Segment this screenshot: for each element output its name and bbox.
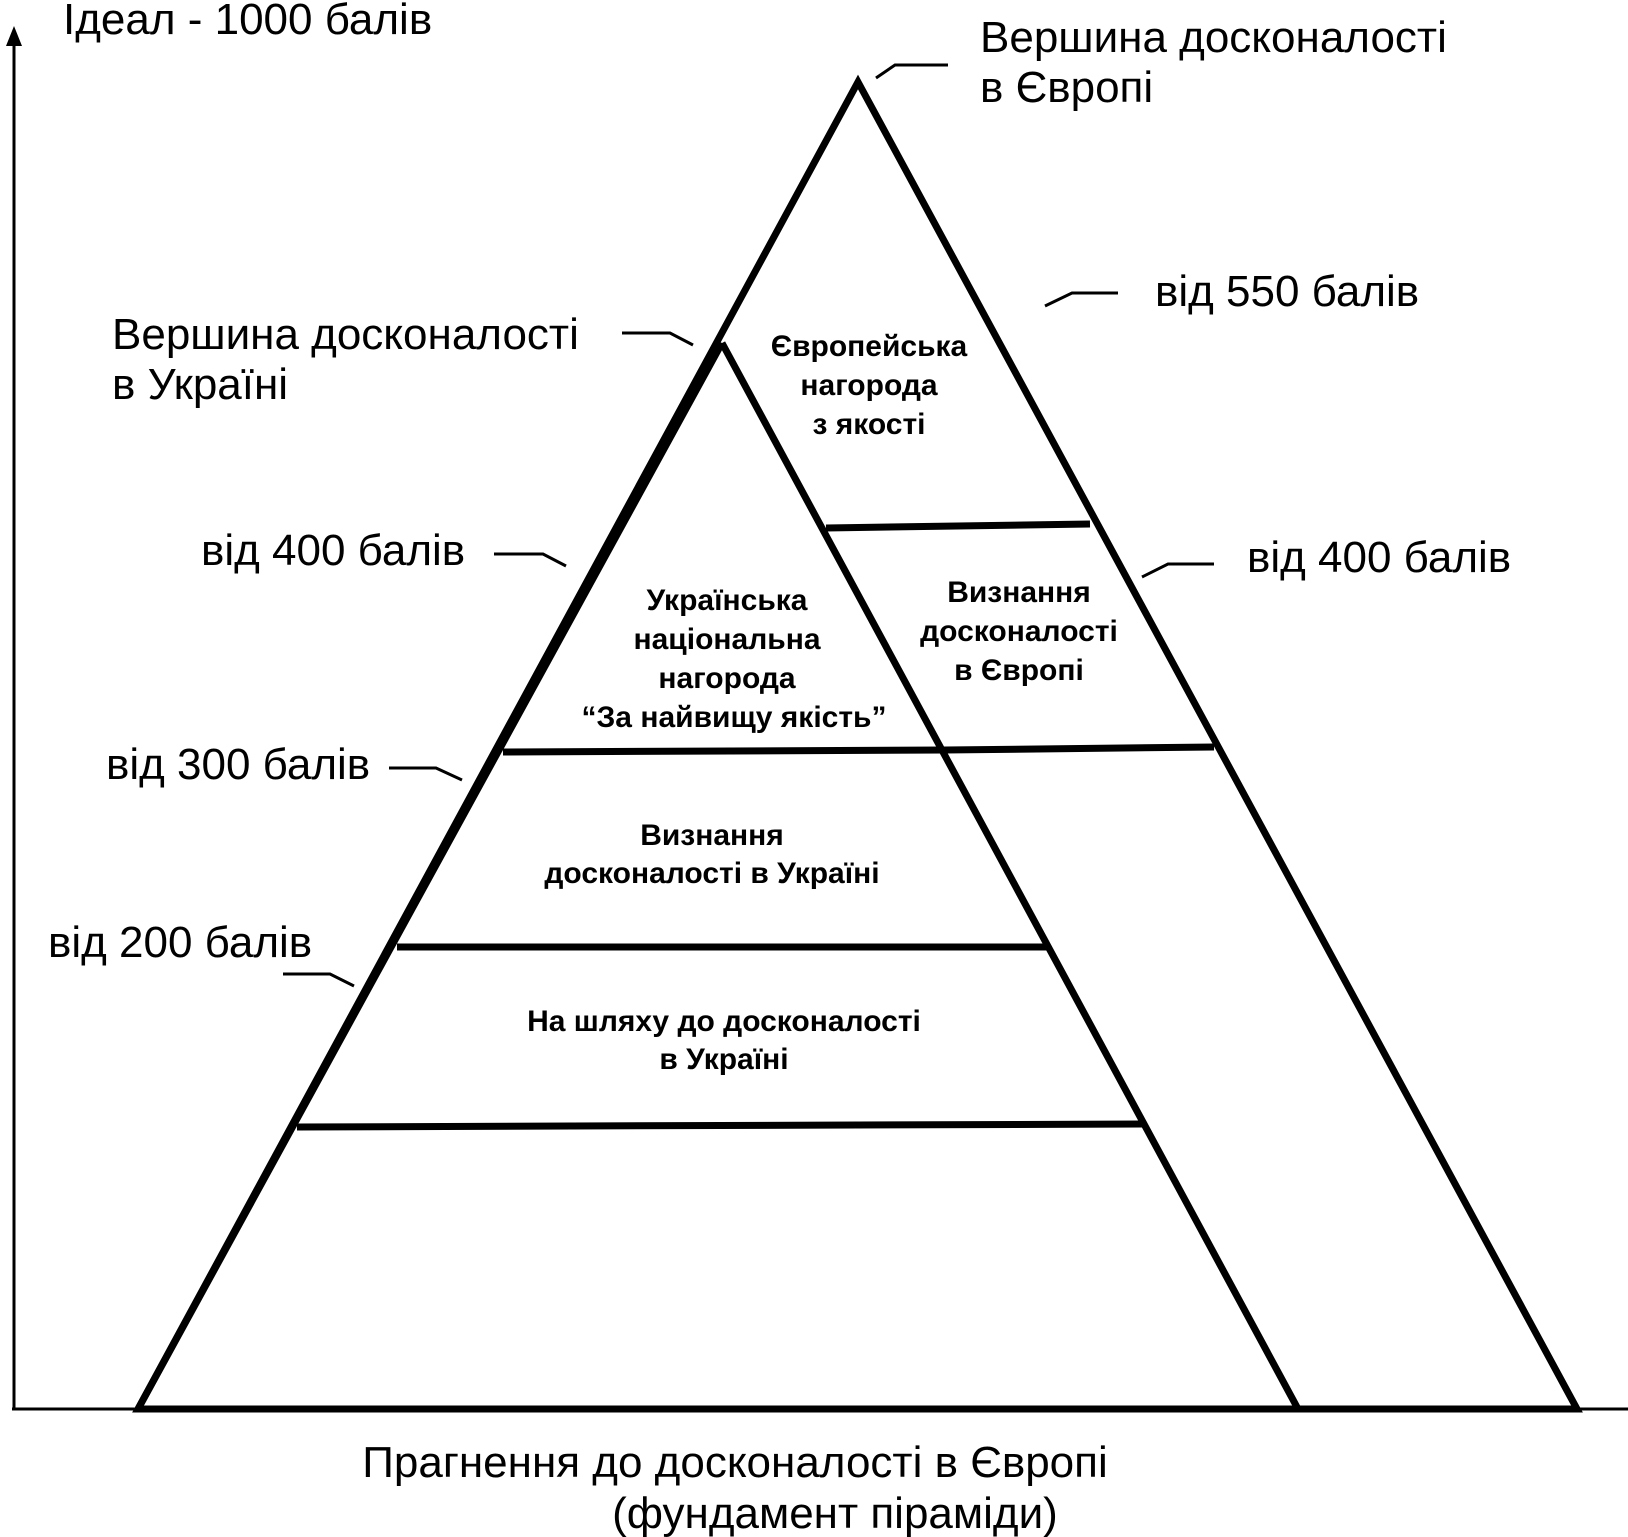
leader-ukraine-peak [622, 331, 694, 347]
ukraine-peak-label-line1: Вершина досконалості [112, 310, 579, 359]
ukraine-pyramid-left-edge [134, 341, 726, 1411]
separator-europe-550 [825, 520, 1091, 532]
europe-peak-label-line1: Вершина досконалості [980, 13, 1447, 62]
tier-ukraine-award-line1: Українська [647, 584, 808, 617]
y-axis-label: Ідеал - 1000 балів [63, 0, 432, 44]
leader-left-200 [283, 972, 355, 988]
threshold-right-550: від 550 балів [1155, 267, 1419, 316]
ukraine-pyramid-right-edge [718, 341, 1302, 1411]
threshold-left-300: від 300 балів [106, 740, 370, 789]
x-axis-label-line2: (фундамент піраміди) [612, 1489, 1058, 1537]
tier-ukraine-recognition-line1: Визнання [640, 819, 784, 852]
tier-ukraine-award-line2: національна [633, 623, 820, 656]
leader-left-300 [389, 766, 463, 782]
separator-ukraine-400 [502, 746, 946, 756]
threshold-right-400: від 400 балів [1247, 533, 1511, 582]
x-axis-label-line1: Прагнення до досконалості в Європі [362, 1438, 1107, 1487]
tier-european-award-line2: нагорода [800, 369, 938, 402]
tier-ukraine-path-line2: в Україні [659, 1043, 788, 1076]
tier-ukraine-award-line3: нагорода [658, 662, 796, 695]
tier-europe-recognition-line3: в Європі [954, 654, 1084, 687]
leader-europe-peak [875, 63, 948, 80]
tier-european-award-line3: з якості [812, 408, 925, 441]
leader-left-400 [494, 552, 567, 568]
tier-ukraine-recognition-line2: досконалості в Україні [544, 857, 879, 890]
europe-peak-label-line2: в Європі [980, 63, 1153, 112]
leader-right-400 [1141, 562, 1214, 579]
separator-ukraine-200 [296, 1120, 1147, 1131]
tier-ukraine-path-line1: На шляху до досконалості [527, 1005, 921, 1038]
threshold-left-200: від 200 балів [48, 918, 312, 967]
threshold-left-400: від 400 балів [201, 526, 465, 575]
y-axis-arrowhead [6, 26, 22, 46]
tier-ukraine-award-line4: “За найвищу якість” [582, 701, 887, 734]
tier-europe-recognition-line2: досконалості [920, 615, 1118, 648]
leader-right-550 [1044, 291, 1118, 308]
separator-europe-400 [944, 743, 1215, 754]
tier-europe-recognition-line1: Визнання [947, 576, 1091, 609]
ukraine-peak-label-line2: в Україні [112, 360, 288, 409]
tier-european-award-line1: Європейська [771, 330, 968, 363]
